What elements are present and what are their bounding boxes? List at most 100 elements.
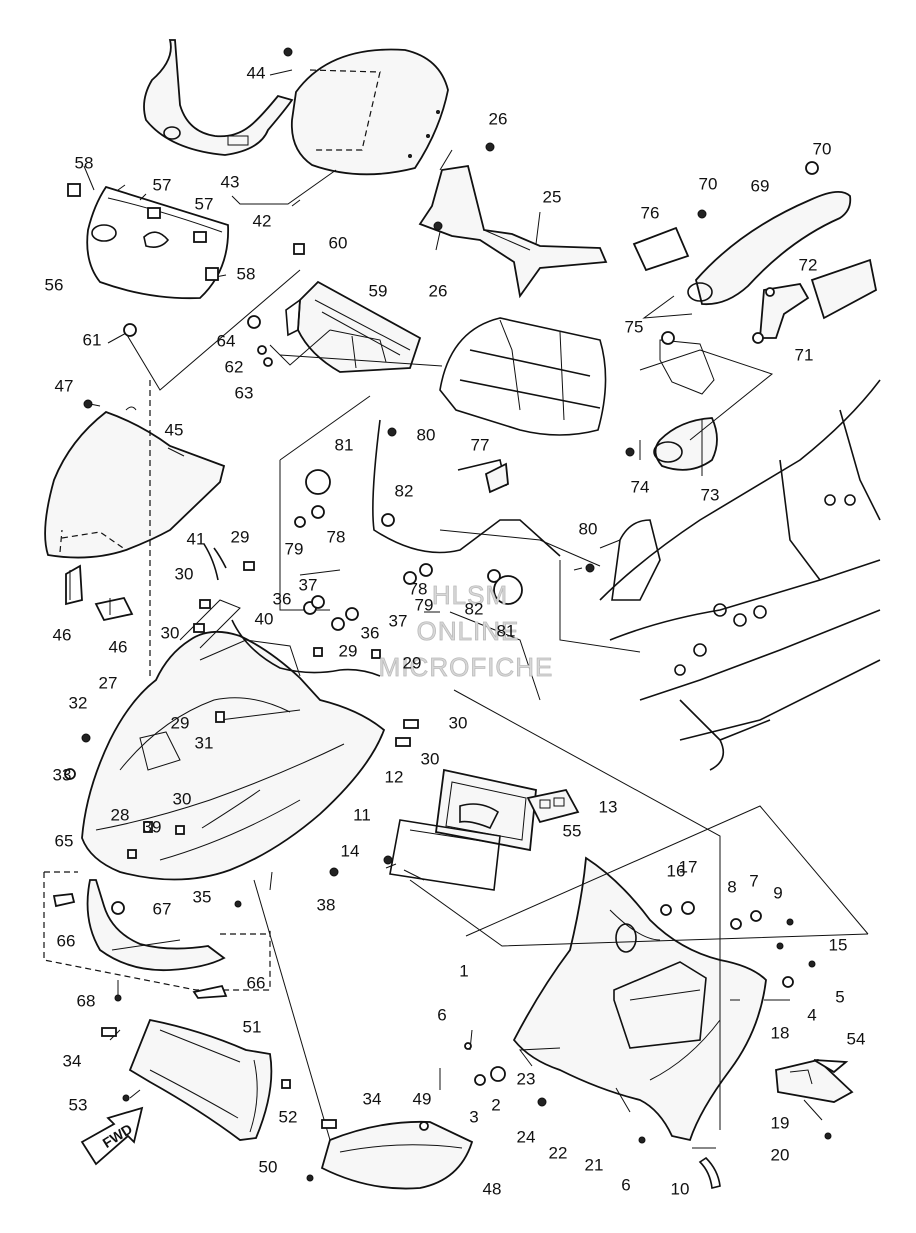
clip-piece-46a — [65, 564, 83, 606]
callout-6b: 6 — [621, 1175, 630, 1194]
callout-37a: 37 — [299, 575, 318, 594]
switch-part — [526, 788, 580, 824]
callout-61: 61 — [83, 330, 102, 349]
callout-13: 13 — [599, 797, 618, 816]
callout-37b: 37 — [389, 611, 408, 630]
callout-8: 8 — [727, 877, 736, 896]
callout-50: 50 — [259, 1157, 278, 1176]
callout-56: 56 — [45, 275, 64, 294]
callout-51: 51 — [243, 1017, 262, 1036]
callout-38: 38 — [317, 895, 336, 914]
callout-78b: 78 — [409, 579, 428, 598]
callout-66a: 66 — [57, 931, 76, 950]
callout-48: 48 — [483, 1179, 502, 1198]
visor-panel-part — [86, 184, 229, 300]
callout-54: 54 — [847, 1029, 866, 1048]
callout-12: 12 — [385, 767, 404, 786]
trim-piece-66b — [192, 984, 228, 999]
callout-30b: 30 — [161, 623, 180, 642]
callout-43: 43 — [221, 172, 240, 191]
callout-63: 63 — [235, 383, 254, 402]
callout-80a: 80 — [417, 425, 436, 444]
upper-cowling-part — [44, 406, 226, 559]
callout-45: 45 — [165, 420, 184, 439]
callout-30c: 30 — [449, 713, 468, 732]
callout-41: 41 — [187, 529, 206, 548]
front-cowling-part — [81, 599, 386, 881]
callout-49: 49 — [413, 1089, 432, 1108]
side-panel-part — [512, 856, 767, 1142]
wire-harness-part — [203, 543, 381, 677]
callout-81b: 81 — [497, 621, 516, 640]
callout-57a: 57 — [153, 175, 172, 194]
callout-57b: 57 — [195, 194, 214, 213]
callout-67: 67 — [153, 899, 172, 918]
callout-69: 69 — [751, 176, 770, 195]
callout-25: 25 — [543, 187, 562, 206]
stay-bar-part — [372, 419, 561, 557]
callout-42: 42 — [253, 211, 272, 230]
callout-29d: 29 — [171, 713, 190, 732]
callout-33: 33 — [53, 765, 72, 784]
callout-19: 19 — [771, 1113, 790, 1132]
callout-76: 76 — [641, 203, 660, 222]
callout-11: 11 — [353, 805, 371, 824]
callout-73: 73 — [701, 485, 720, 504]
callout-66b: 66 — [247, 973, 266, 992]
callout-36a: 36 — [273, 589, 292, 608]
callout-30e: 30 — [173, 789, 192, 808]
watermark-line-2: ONLINE — [417, 616, 520, 646]
callout-labels: 44 43 42 58 57 57 58 56 61 60 59 64 62 6… — [45, 63, 866, 1198]
callout-75: 75 — [625, 317, 644, 336]
duct-bracket-part — [659, 339, 715, 395]
callout-68: 68 — [77, 991, 96, 1010]
callout-70b: 70 — [699, 174, 718, 193]
under-panel-part — [128, 1018, 273, 1141]
leader-lines — [69, 69, 869, 1149]
callout-34a: 34 — [63, 1051, 82, 1070]
callout-29c: 29 — [403, 653, 422, 672]
callout-28: 28 — [111, 805, 130, 824]
callout-40: 40 — [255, 609, 274, 628]
callout-10: 10 — [671, 1179, 690, 1198]
callout-52: 52 — [279, 1107, 298, 1126]
callout-34b: 34 — [363, 1089, 382, 1108]
callout-46b: 46 — [109, 637, 128, 656]
callout-65: 65 — [55, 831, 74, 850]
callout-72: 72 — [799, 255, 818, 274]
forward-direction-arrow: FWD — [80, 1106, 144, 1166]
callout-9: 9 — [773, 883, 782, 902]
watermark: HLSM ONLINE MICROFICHE — [378, 580, 554, 683]
callout-47: 47 — [55, 376, 74, 395]
callout-64: 64 — [217, 331, 236, 350]
callout-39: 39 — [143, 817, 162, 836]
meter-lens-part — [389, 768, 537, 891]
callout-24: 24 — [517, 1127, 536, 1146]
callout-60: 60 — [329, 233, 348, 252]
callout-23: 23 — [517, 1069, 536, 1088]
side-bracket-part — [759, 258, 878, 339]
callout-79a: 79 — [285, 539, 304, 558]
watermark-line-1: HLSM — [432, 580, 508, 610]
trim-piece-66a — [52, 893, 76, 908]
instrument-stay-part — [439, 317, 607, 436]
rear-bracket-part — [775, 1059, 854, 1103]
callout-7: 7 — [749, 871, 758, 890]
clip-piece-46b — [94, 596, 134, 622]
callout-53: 53 — [69, 1095, 88, 1114]
callout-29b: 29 — [339, 641, 358, 660]
meter-housing-part — [285, 280, 422, 373]
callout-4: 4 — [807, 1005, 816, 1024]
callout-82b: 82 — [465, 599, 484, 618]
callout-82a: 82 — [395, 481, 414, 500]
callout-79b: 79 — [415, 595, 434, 614]
upper-inner-panel-part — [143, 39, 294, 156]
watermark-line-3: MICROFICHE — [379, 652, 554, 682]
upper-bracket-part — [418, 164, 608, 299]
callout-44: 44 — [247, 63, 266, 82]
callout-81a: 81 — [335, 435, 354, 454]
callout-26b: 26 — [429, 281, 448, 300]
pad-part — [632, 226, 690, 272]
callout-55: 55 — [563, 821, 582, 840]
callout-21: 21 — [585, 1155, 604, 1174]
